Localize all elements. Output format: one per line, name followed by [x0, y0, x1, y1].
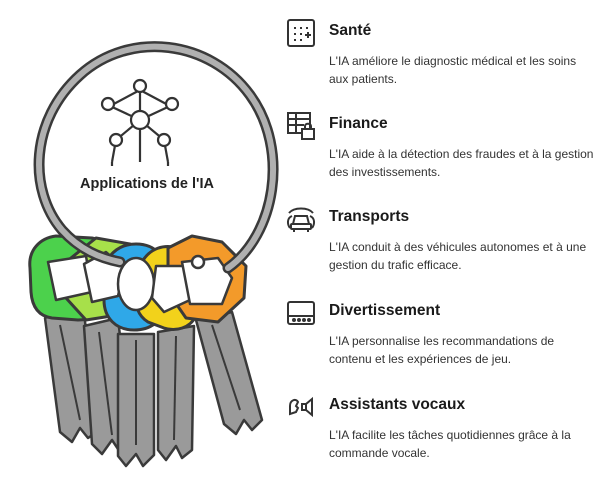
category-description: L'IA personnalise les recommandations de… — [329, 334, 555, 366]
key-blade-5 — [194, 310, 264, 436]
screen-icon — [287, 301, 315, 325]
secure-table-icon — [287, 112, 315, 140]
ring-clasp — [190, 254, 206, 270]
category-title: Santé — [329, 22, 372, 39]
center-title: Applications de l'IA — [80, 176, 214, 192]
autonomous-car-icon — [286, 207, 316, 232]
voice-speaker-icon — [289, 396, 313, 418]
category-title: Finance — [329, 115, 388, 132]
category-title: Assistants vocaux — [329, 396, 466, 413]
blade-grooves — [59, 324, 241, 445]
key-heads — [28, 234, 248, 332]
category-description: L'IA conduit à des véhicules autonomes e… — [329, 240, 587, 272]
medical-keypad-icon — [287, 19, 315, 47]
category-description: L'IA facilite les tâches quotidiennes gr… — [329, 428, 571, 460]
atomium-icon — [100, 78, 180, 166]
key-blade-4 — [156, 324, 196, 462]
category-description: L'IA aide à la détection des fraudes et … — [329, 147, 594, 179]
key-blades — [43, 298, 264, 468]
category-description: L'IA améliore le diagnostic médical et l… — [329, 54, 577, 86]
category-title: Divertissement — [329, 302, 441, 319]
category-title: Transports — [329, 208, 410, 225]
